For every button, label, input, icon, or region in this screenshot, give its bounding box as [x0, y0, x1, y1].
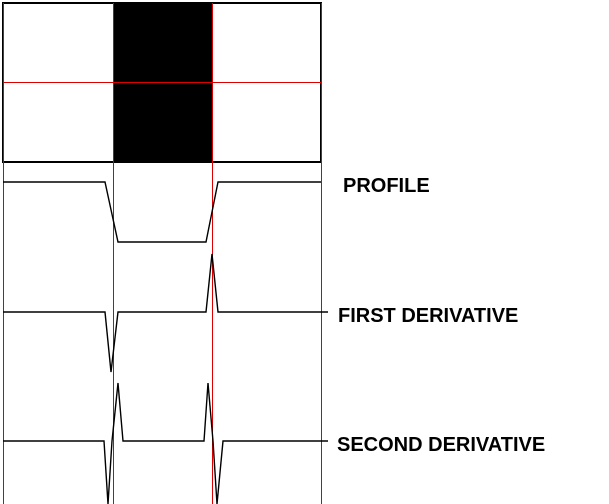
second-derivative-curve [3, 382, 328, 504]
profile-curve [3, 181, 321, 243]
label-profile: PROFILE [343, 175, 430, 197]
label-second-derivative: SECOND DERIVATIVE [337, 434, 546, 456]
label-first-derivative: FIRST DERIVATIVE [338, 305, 519, 327]
first-derivative-curve [3, 253, 328, 373]
